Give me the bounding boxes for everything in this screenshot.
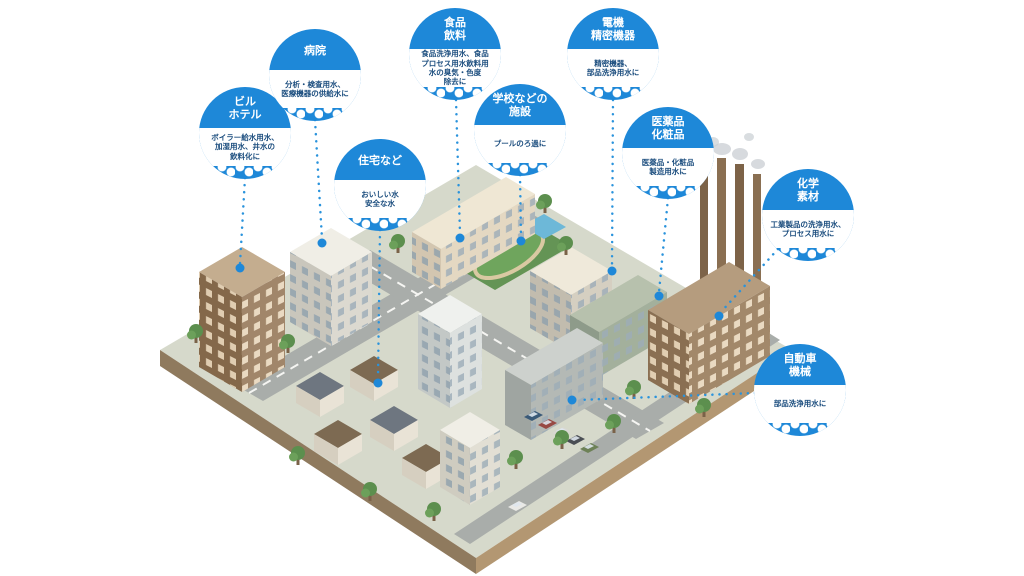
water-wave-icon xyxy=(334,218,426,231)
callout-title: 化学 素材 xyxy=(797,178,819,203)
callout-title: 医薬品 化粧品 xyxy=(651,116,685,141)
water-wave-icon xyxy=(762,248,854,261)
callout-title: ビル ホテル xyxy=(228,96,262,121)
callout-description: 食品洗浄用水、食品 プロセス用水飲料用 水の臭気・色度 除去に xyxy=(409,49,501,87)
callout-electronics-precision: 電機 精密機器 精密機器、 部品洗浄用水に xyxy=(567,8,659,100)
callout-building-hotel: ビル ホテル ボイラー給水用水、 加湿用水、井水の 飲料化に xyxy=(199,87,291,179)
hospital-building xyxy=(290,228,372,346)
center-office-building xyxy=(418,295,482,408)
callout-description: ボイラー給水用水、 加湿用水、井水の 飲料化に xyxy=(199,128,291,166)
water-wave-icon xyxy=(622,186,714,199)
callout-automotive-machinery: 自動車 機械 部品洗浄用水に xyxy=(754,344,846,436)
callout-description: 工業製品の洗浄用水、 プロセス用水に xyxy=(762,210,854,248)
water-wave-icon xyxy=(567,87,659,100)
callout-description: プールのろ過に xyxy=(474,125,566,163)
callout-title: 自動車 機械 xyxy=(783,353,817,378)
office-hotel-building xyxy=(199,247,285,392)
callout-title: 電機 精密機器 xyxy=(591,17,635,42)
callout-hospital: 病院 分析・検査用水、 医療機器の供給水に xyxy=(269,29,361,121)
callout-pharma-cosmetics: 医薬品 化粧品 医薬品・化粧品 製造用水に xyxy=(622,107,714,199)
callout-school-facilities: 学校などの 施設 プールのろ過に xyxy=(474,84,566,176)
callout-title: 住宅など xyxy=(358,154,402,167)
callout-housing: 住宅など おいしい水 安全な水 xyxy=(334,139,426,231)
school-building xyxy=(412,177,535,289)
callout-title: 病院 xyxy=(304,44,326,57)
callout-description: 医薬品・化粧品 製造用水に xyxy=(622,148,714,186)
apartment-building xyxy=(440,412,500,505)
water-wave-icon xyxy=(199,166,291,179)
callout-title: 学校などの 施設 xyxy=(492,93,548,118)
callout-title: 食品 飲料 xyxy=(444,17,466,42)
callout-description: 分析・検査用水、 医療機器の供給水に xyxy=(269,70,361,108)
callout-description: おいしい水 安全な水 xyxy=(334,180,426,218)
callout-chemical-materials: 化学 素材 工業製品の洗浄用水、 プロセス用水に xyxy=(762,169,854,261)
callout-food-beverage: 食品 飲料 食品洗浄用水、食品 プロセス用水飲料用 水の臭気・色度 除去に xyxy=(409,8,501,100)
callout-description: 精密機器、 部品洗浄用水に xyxy=(567,49,659,87)
commercial-building xyxy=(505,328,603,440)
callout-description: 部品洗浄用水に xyxy=(754,385,846,423)
water-wave-icon xyxy=(474,163,566,176)
water-wave-icon xyxy=(409,87,501,100)
water-wave-icon xyxy=(754,423,846,436)
water-wave-icon xyxy=(269,108,361,121)
large-factory-with-chimneys xyxy=(648,133,770,404)
